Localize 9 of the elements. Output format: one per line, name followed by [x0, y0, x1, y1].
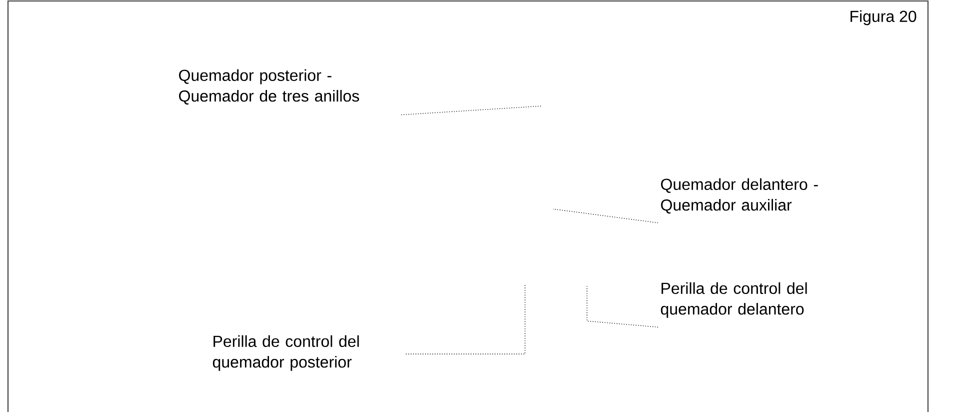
figure-number: Figura 20	[850, 10, 916, 26]
part-label: Quemador delantero - Quemador auxiliar	[661, 178, 818, 214]
part-label: Perilla de control del quemador posterior	[212, 335, 359, 371]
leader-line	[586, 286, 658, 328]
part-label: Quemador posterior - Quemador de tres anillos	[179, 69, 360, 105]
leader-line	[406, 284, 526, 354]
leader-line	[552, 208, 658, 224]
leader-line	[400, 106, 542, 116]
part-label: Perilla de control del quemador delantero	[660, 282, 807, 318]
